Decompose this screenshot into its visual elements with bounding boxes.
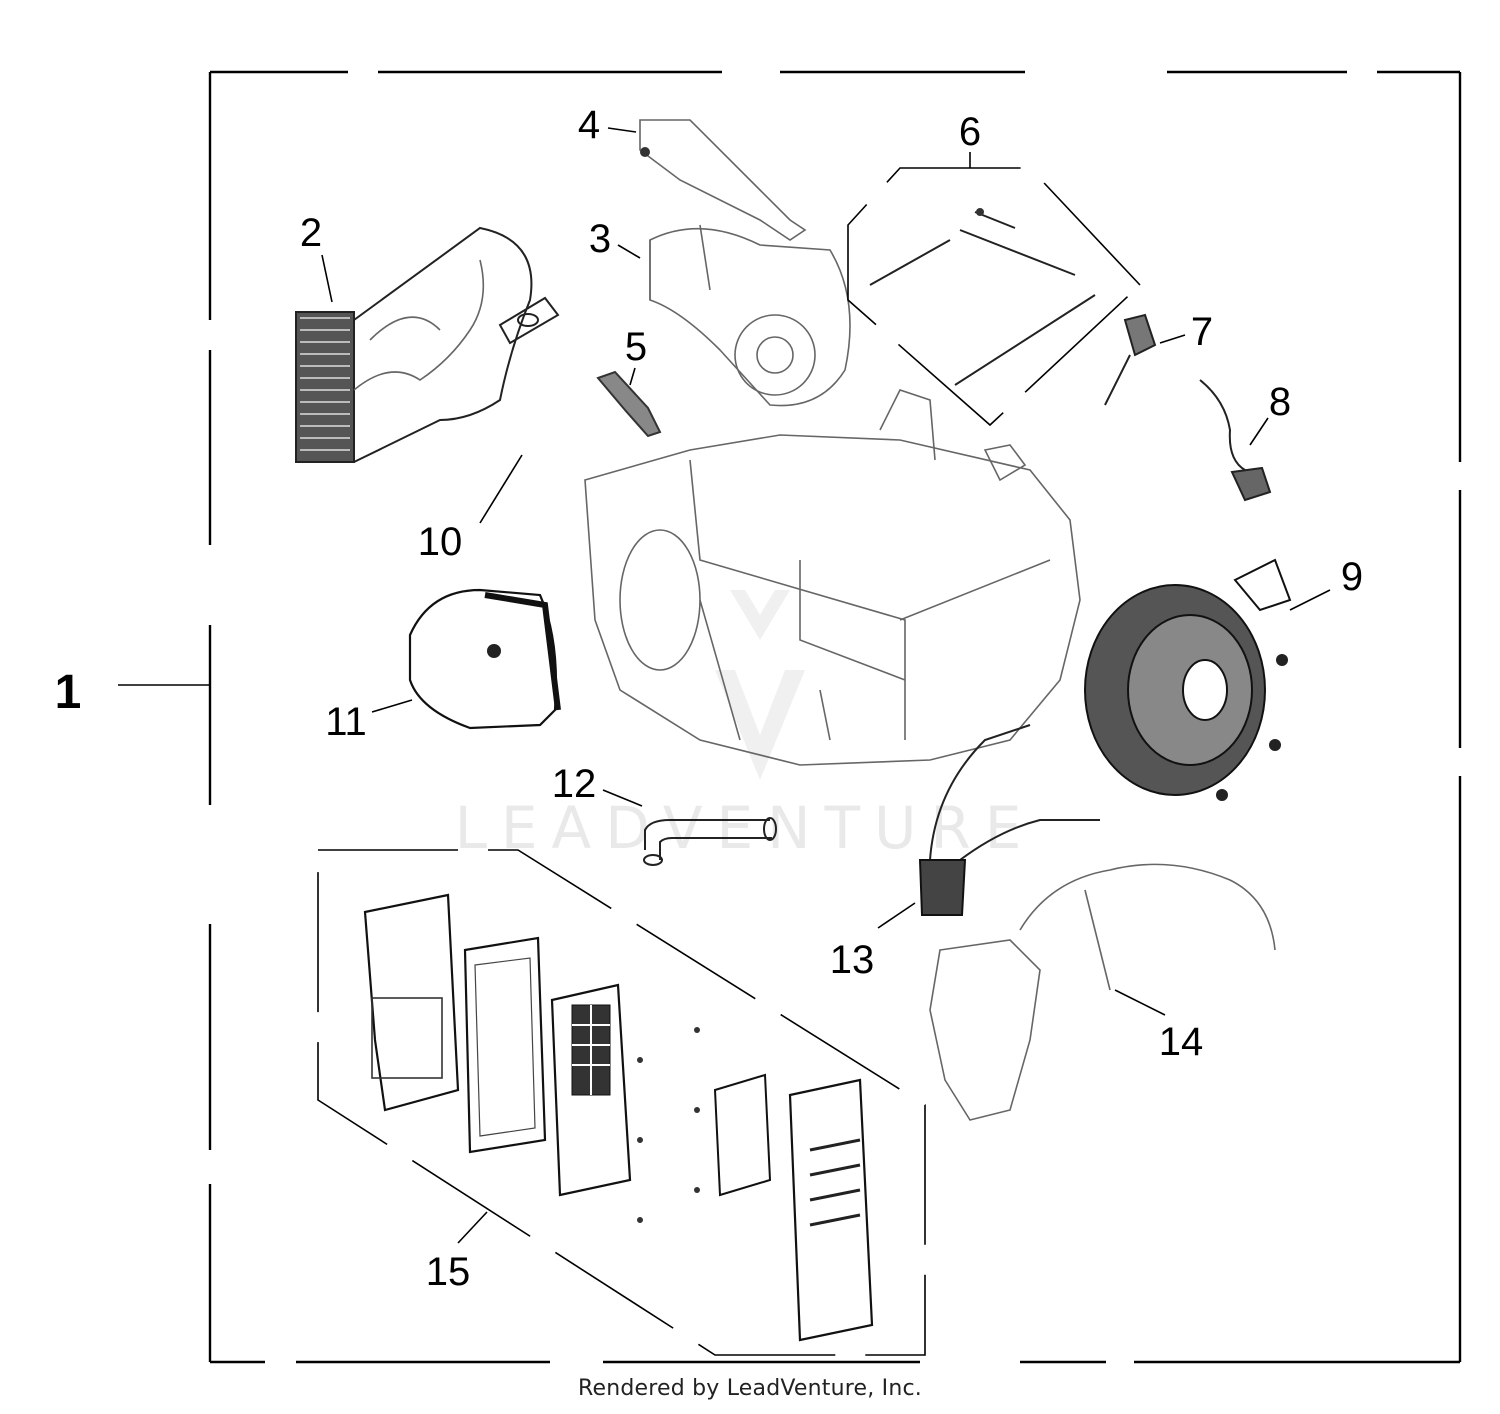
callout-7: 7 — [1191, 310, 1213, 354]
part-5-spark-plug — [596, 370, 662, 438]
callout-11: 11 — [325, 700, 367, 744]
callout-1: 1 — [55, 666, 82, 719]
leader-lines — [321, 127, 1331, 1244]
part-6-linkage-kit — [847, 167, 1141, 427]
part-2-blower-housing — [295, 226, 533, 463]
part-11-muffler — [408, 588, 561, 730]
callout-8: 8 — [1269, 380, 1291, 424]
part-8-oil-sensor — [1199, 379, 1272, 502]
part-7-dipstick — [1104, 313, 1157, 406]
callout-13: 13 — [830, 938, 875, 982]
part-9-recoil-starter — [1084, 558, 1292, 801]
engine-block — [584, 389, 1081, 766]
render-credit: Rendered by LeadVenture, Inc. — [578, 1376, 922, 1401]
callout-5: 5 — [625, 325, 647, 369]
part-3-housing — [649, 224, 851, 407]
callout-4: 4 — [578, 103, 600, 147]
callout-14: 14 — [1159, 1020, 1204, 1064]
callout-3: 3 — [589, 217, 611, 261]
part-15-air-cleaner-kit — [317, 849, 926, 1356]
callout-10: 10 — [418, 520, 463, 564]
callout-9: 9 — [1341, 555, 1363, 599]
part-14-carburetor — [929, 863, 1276, 1121]
callout-2: 2 — [300, 211, 322, 255]
callout-12: 12 — [552, 762, 597, 806]
watermark: LEADVENTURE — [455, 590, 1036, 862]
part-13-ignition-coil — [918, 724, 1100, 916]
part-4-bracket — [639, 119, 807, 241]
part-10-gasket — [498, 296, 560, 345]
watermark-text: LEADVENTURE — [455, 794, 1036, 862]
callouts: 1 2 3 4 5 6 7 8 9 10 11 12 13 14 15 — [55, 103, 1363, 1294]
callout-6: 6 — [959, 110, 981, 154]
callout-15: 15 — [426, 1250, 471, 1294]
part-12-hose — [643, 817, 777, 866]
assembly-frame — [118, 70, 1462, 1364]
